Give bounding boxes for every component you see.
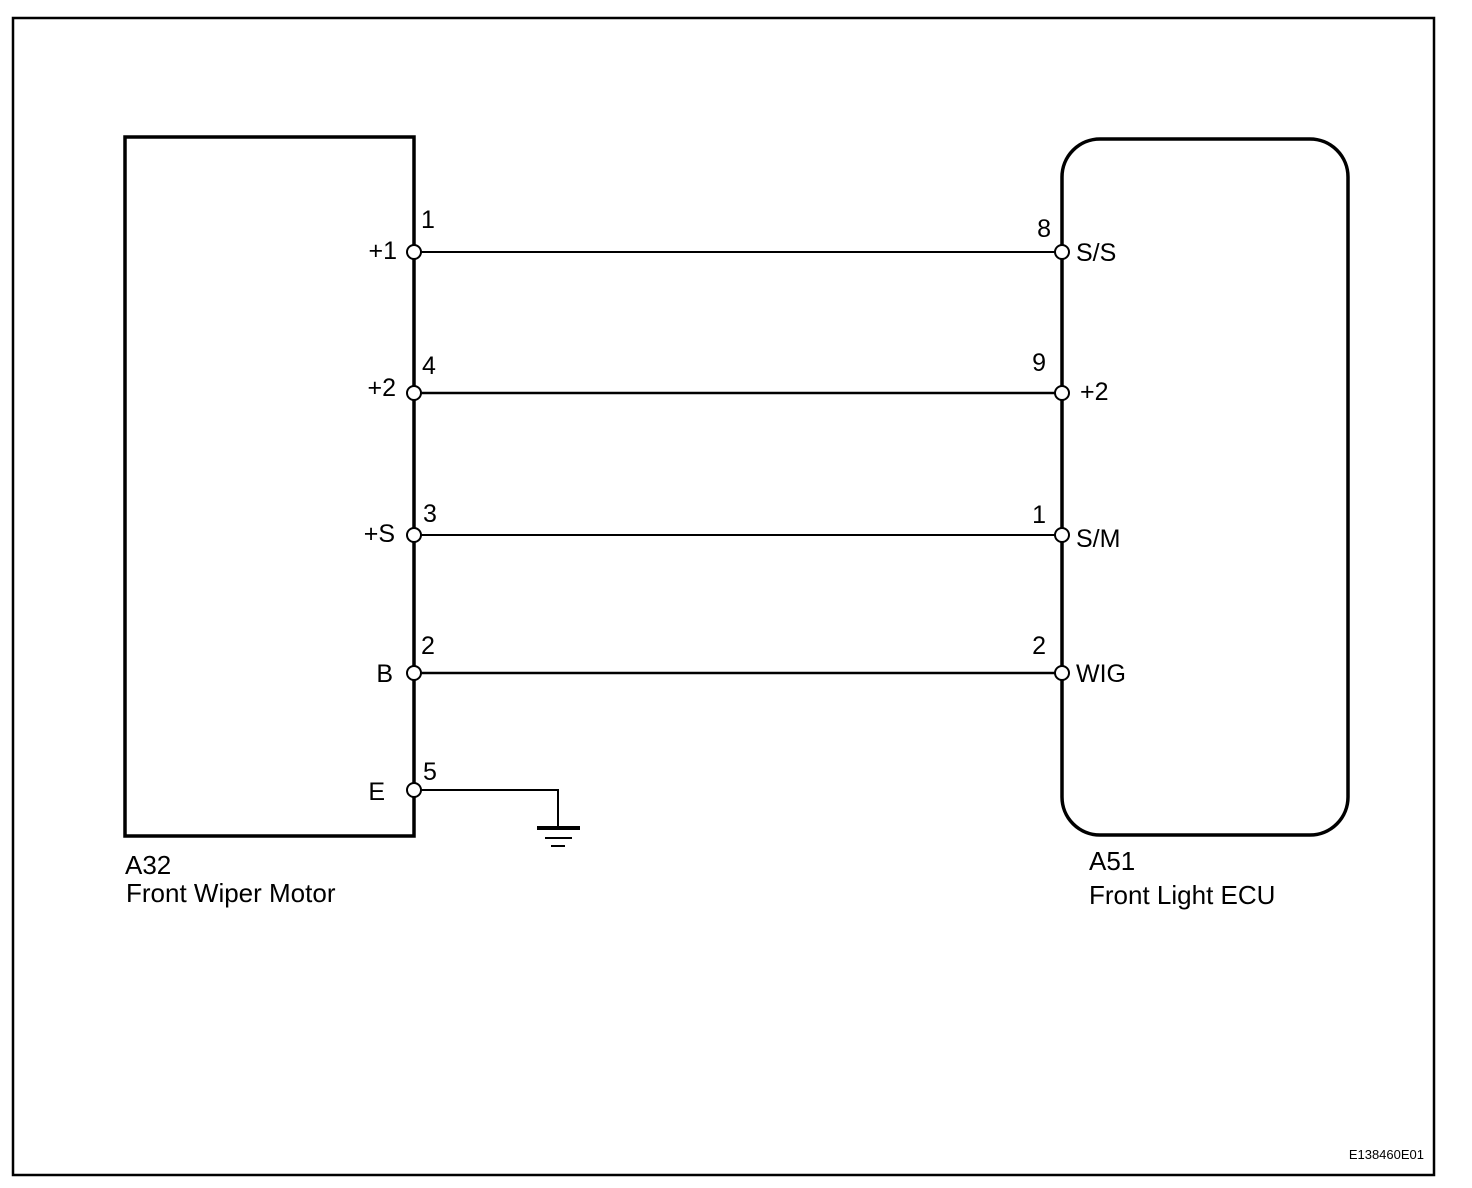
diagram-frame — [11, 16, 1436, 1177]
right-component-name: Front Light ECU — [1089, 880, 1275, 910]
left-pin-number: 3 — [423, 500, 437, 528]
wire-connection: +1 1 8 S/S — [368, 206, 1116, 267]
left-pin-number: 4 — [422, 352, 436, 380]
front-wiper-motor-box — [123, 135, 416, 838]
right-pin-number: 2 — [1032, 632, 1046, 660]
right-pin-number: 1 — [1032, 501, 1046, 529]
right-component-code: A51 — [1089, 846, 1135, 876]
right-terminal-pin — [1054, 385, 1070, 401]
right-pin-number: 9 — [1032, 349, 1046, 377]
ground-connection: E 5 — [368, 758, 580, 847]
left-pin-number: 1 — [421, 206, 435, 234]
left-terminal-pin — [406, 244, 422, 260]
right-terminal-pin — [1054, 244, 1070, 260]
right-terminal-label: +2 — [1080, 378, 1109, 406]
left-terminal-label: +2 — [367, 374, 396, 402]
figure-code: E138460E01 — [1349, 1147, 1424, 1162]
ground-terminal-pin — [406, 782, 422, 798]
wire-connection: B 2 2 WIG — [376, 632, 1126, 688]
left-component-code: A32 — [125, 850, 171, 880]
right-terminal-label: WIG — [1076, 660, 1126, 688]
ground-terminal-label: E — [368, 778, 385, 806]
left-terminal-pin — [406, 385, 422, 401]
left-terminal-pin — [406, 665, 422, 681]
ground-wire-line — [421, 789, 559, 826]
wire-connection: +S 3 1 S/M — [364, 500, 1121, 553]
right-terminal-label: S/M — [1076, 525, 1120, 553]
ground-pin-number: 5 — [423, 758, 437, 786]
left-terminal-label: +1 — [368, 237, 397, 265]
ground-symbol-icon — [537, 826, 580, 847]
left-terminal-label: B — [376, 660, 393, 688]
left-pin-number: 2 — [421, 632, 435, 660]
left-terminal-pin — [406, 527, 422, 543]
right-terminal-pin — [1054, 665, 1070, 681]
right-terminal-pin — [1054, 527, 1070, 543]
right-terminal-label: S/S — [1076, 239, 1116, 267]
left-terminal-label: +S — [364, 520, 395, 548]
left-component-name: Front Wiper Motor — [126, 878, 336, 908]
right-pin-number: 8 — [1037, 215, 1051, 243]
front-light-ecu-box — [1060, 137, 1350, 837]
wire-connection: +2 4 9 +2 — [367, 349, 1108, 406]
